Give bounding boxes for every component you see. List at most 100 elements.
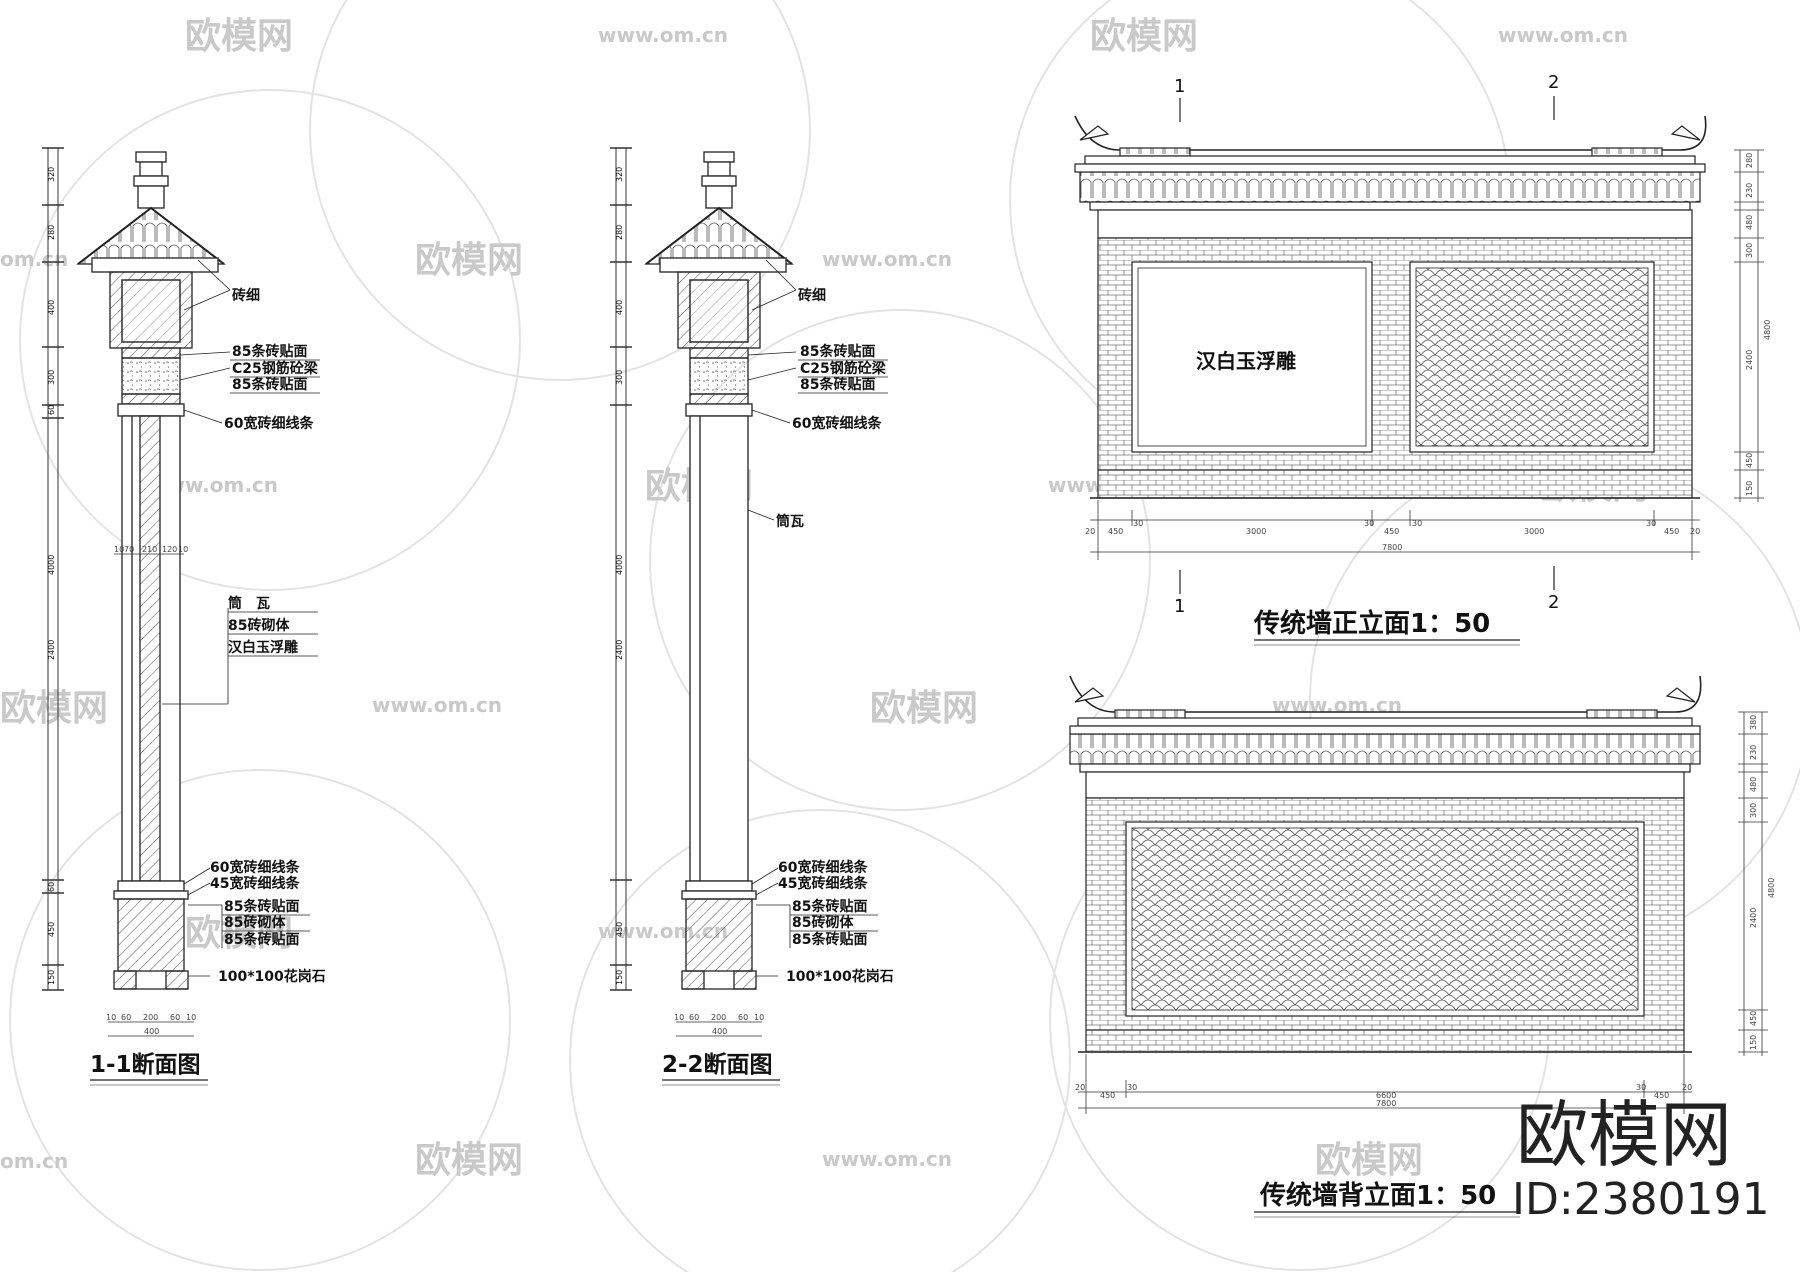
dim-label: 60 bbox=[47, 882, 56, 892]
dim-label: 450 bbox=[1108, 527, 1123, 536]
dim-label: 450 bbox=[1745, 453, 1754, 468]
watermark-url: www.om.cn bbox=[1498, 23, 1628, 47]
dim-label: 30 bbox=[1636, 1083, 1646, 1092]
dim-label: 3000 bbox=[1246, 527, 1266, 536]
dim-label: 10 bbox=[178, 545, 188, 554]
dim-label: 480 bbox=[1749, 777, 1758, 792]
dim-label: 2400 bbox=[1749, 908, 1758, 928]
section-2-column bbox=[644, 151, 794, 990]
dim-label: 150 bbox=[1745, 481, 1754, 496]
section-1-label-underlines bbox=[222, 359, 320, 932]
dim-label: 150 bbox=[615, 970, 624, 985]
front-elevation: 1 2 汉白玉浮雕 bbox=[1074, 72, 1772, 646]
dim-label: 60 bbox=[738, 1013, 748, 1022]
watermark-logo: 欧模网 bbox=[415, 240, 523, 281]
dim-label: 320 bbox=[615, 167, 624, 182]
dim-label: 300 bbox=[1745, 243, 1754, 258]
section-marker-1: 1 bbox=[1174, 596, 1185, 617]
label-facing-85: 85条砖贴面 bbox=[224, 931, 299, 948]
front-elevation-title: 传统墙正立面1：50 bbox=[1253, 608, 1490, 639]
dim-label: 400 bbox=[615, 300, 624, 315]
label-line-60: 60宽砖细线条 bbox=[224, 415, 314, 432]
watermark-logo: 欧模网 bbox=[0, 688, 108, 729]
dim-label: 10 bbox=[186, 1013, 196, 1022]
label-facing-85: 85条砖贴面 bbox=[232, 376, 307, 393]
back-elevation-title: 传统墙背立面1：50 bbox=[1259, 1180, 1496, 1211]
brand-overlay: 欧模网 ID:2380191 bbox=[1512, 1093, 1770, 1225]
label-tube-tile: 筒瓦 bbox=[776, 513, 804, 530]
label-granite: 100*100花岗石 bbox=[218, 968, 326, 985]
dim-label: 70 bbox=[124, 545, 134, 554]
dim-label: 10 bbox=[114, 545, 124, 554]
dim-label: 120 bbox=[162, 545, 177, 554]
dim-label: 300 bbox=[615, 370, 624, 385]
back-bottom-dims: 20 450 30 6600 30 450 20 7800 bbox=[1075, 1054, 1692, 1114]
dim-label: 210 bbox=[142, 545, 157, 554]
watermark-url: om.cn bbox=[0, 1149, 68, 1173]
label-brick-detail: 砖细 bbox=[232, 287, 260, 304]
section-2-vertical-dim-labels: 320 280 400 300 4000 2400 450 150 bbox=[615, 167, 624, 985]
dim-label: 20 bbox=[1075, 1083, 1085, 1092]
label-relief: 汉白玉浮雕 bbox=[228, 639, 298, 656]
dim-label: 280 bbox=[615, 225, 624, 240]
section-1-vertical-dim-labels: 320 280 400 300 60 4000 2400 60 450 150 bbox=[47, 167, 56, 985]
section-2-labels: 砖细 85条砖贴面 C25钢筋砼梁 85条砖贴面 60宽砖细线条 筒瓦 60宽砖… bbox=[776, 287, 894, 985]
watermark-url: www.om.cn bbox=[1272, 693, 1402, 717]
section-marker-1: 1 bbox=[1174, 76, 1185, 97]
brand-id-text: ID:2380191 bbox=[1512, 1174, 1770, 1225]
brand-logo-text: 欧模网 bbox=[1516, 1093, 1732, 1177]
dim-label: 2400 bbox=[1745, 350, 1754, 370]
section-1-column bbox=[76, 151, 226, 990]
dim-label: 450 bbox=[1654, 1091, 1669, 1100]
dim-label: 4800 bbox=[1763, 320, 1772, 340]
label-masonry-85: 85砖砌体 bbox=[224, 914, 286, 931]
dim-label: 450 bbox=[1384, 527, 1399, 536]
label-facing-85: 85条砖贴面 bbox=[792, 898, 867, 915]
dim-label: 10 bbox=[754, 1013, 764, 1022]
dim-label: 3000 bbox=[1524, 527, 1544, 536]
dim-label: 4000 bbox=[615, 555, 624, 575]
dim-label: 450 bbox=[1100, 1091, 1115, 1100]
dim-label: 380 bbox=[1749, 715, 1758, 730]
label-line-60: 60宽砖细线条 bbox=[792, 415, 882, 432]
label-facing-85: 85条砖贴面 bbox=[800, 343, 875, 360]
front-wall bbox=[1074, 115, 1707, 499]
dim-label: 280 bbox=[47, 225, 56, 240]
label-line-45: 45宽砖细线条 bbox=[778, 875, 868, 892]
dim-label: 60 bbox=[689, 1013, 699, 1022]
dim-label: 10 bbox=[674, 1013, 684, 1022]
section-2-2: 320 280 400 300 4000 2400 450 150 bbox=[610, 147, 894, 1086]
label-tube-tile: 筒 瓦 bbox=[228, 595, 270, 612]
watermark-logo: 欧模网 bbox=[185, 913, 293, 954]
back-elevation: 20 450 30 6600 30 450 20 7800 380 230 48… bbox=[1069, 675, 1776, 1218]
dim-label: 450 bbox=[47, 922, 56, 937]
dim-label: 2400 bbox=[615, 640, 624, 660]
label-facing-85: 85条砖贴面 bbox=[224, 898, 299, 915]
section-1-title: 1-1断面图 bbox=[90, 1051, 201, 1078]
section-2-leaders bbox=[747, 259, 797, 977]
watermark-url: www.om.cn bbox=[372, 693, 502, 717]
section-2-label-underlines bbox=[790, 359, 888, 932]
dim-label: 20 bbox=[1085, 527, 1095, 536]
dim-label: 230 bbox=[1745, 183, 1754, 198]
dim-label: 60 bbox=[170, 1013, 180, 1022]
watermark-logo: 欧模网 bbox=[1090, 16, 1198, 57]
label-facing-85: 85条砖贴面 bbox=[792, 931, 867, 948]
dim-label: 30 bbox=[1133, 519, 1143, 528]
watermark-url: om.cn bbox=[0, 247, 68, 271]
watermark-logo: 欧模网 bbox=[870, 688, 978, 729]
dim-label: 320 bbox=[47, 167, 56, 182]
dim-label: 20 bbox=[1690, 527, 1700, 536]
dim-label: 6600 bbox=[1376, 1091, 1396, 1100]
dim-label: 200 bbox=[143, 1013, 158, 1022]
dim-label: 450 bbox=[1664, 527, 1679, 536]
label-beam: C25钢筋砼梁 bbox=[232, 360, 319, 377]
back-right-dims: 380 230 480 300 2400 450 150 4800 bbox=[1738, 711, 1776, 1056]
watermark-url: www.om.cn bbox=[822, 1147, 952, 1171]
label-line-60: 60宽砖细线条 bbox=[210, 859, 300, 876]
watermark-logo: 欧模网 bbox=[185, 16, 293, 57]
dim-label: 300 bbox=[1749, 803, 1758, 818]
section-2-vertical-dimension bbox=[610, 147, 632, 991]
dim-label: 30 bbox=[1364, 519, 1374, 528]
dim-label: 400 bbox=[144, 1027, 159, 1036]
